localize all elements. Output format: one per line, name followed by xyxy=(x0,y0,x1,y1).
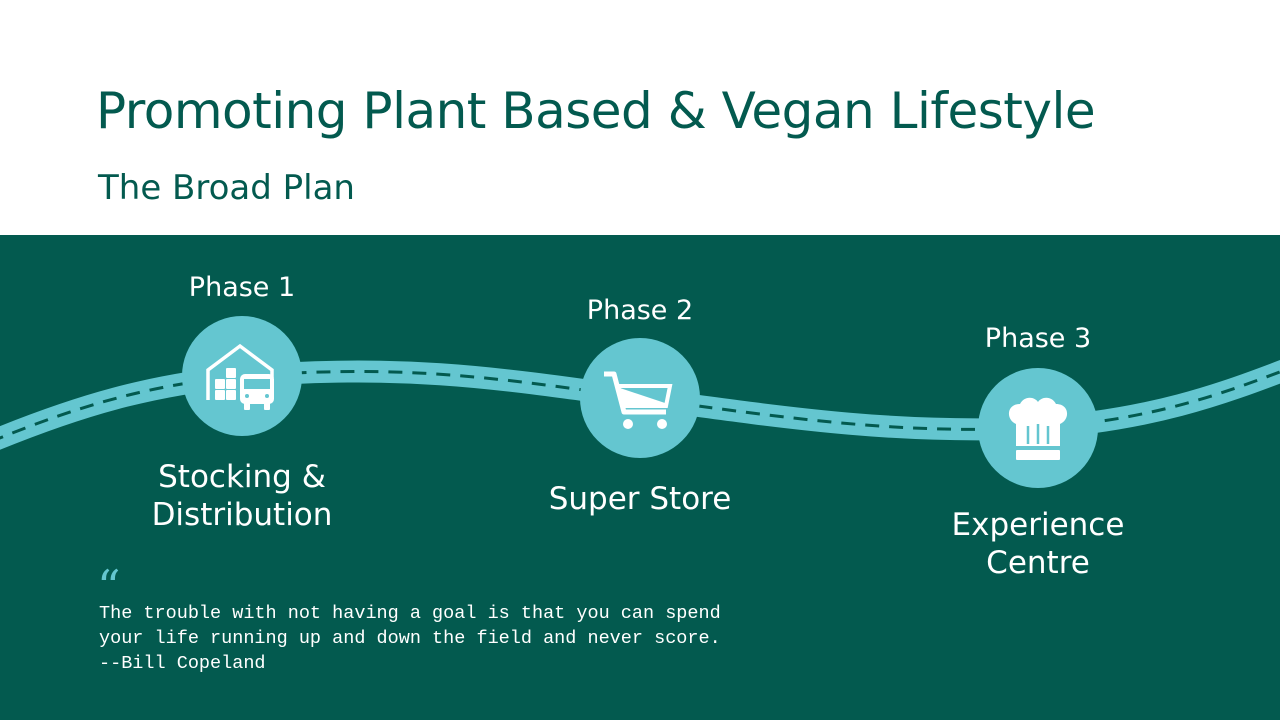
phase-1-title: Phase 1 xyxy=(188,272,296,303)
phase-3-label-line2: Centre xyxy=(986,545,1090,581)
quote-author: --Bill Copeland xyxy=(99,653,266,674)
phase-2-circle xyxy=(580,338,700,458)
phase-3-label: Experience Centre xyxy=(888,506,1188,582)
phase-3-title: Phase 3 xyxy=(984,323,1092,354)
slide-title: Promoting Plant Based & Vegan Lifestyle xyxy=(96,82,1096,140)
phase-2-label-line1: Super Store xyxy=(548,481,732,517)
quote-line-1: The trouble with not having a goal is th… xyxy=(99,603,721,624)
quote-mark-icon: “ xyxy=(97,560,121,614)
quote-line-2: your life running up and down the field … xyxy=(99,628,721,649)
phase-1-label-line2: Distribution xyxy=(151,497,333,533)
phase-3-label-line1: Experience xyxy=(951,507,1125,543)
quote-block: The trouble with not having a goal is th… xyxy=(99,601,799,676)
warehouse-truck-icon xyxy=(206,343,274,410)
phase-2-label: Super Store xyxy=(490,480,790,518)
phase-3-circle xyxy=(978,368,1098,488)
phase-1-label-line1: Stocking & xyxy=(158,459,326,495)
chef-hat-icon xyxy=(1008,397,1068,460)
phase-1-label: Stocking & Distribution xyxy=(92,458,392,534)
slide-subtitle: The Broad Plan xyxy=(98,168,355,208)
phase-2-title: Phase 2 xyxy=(586,295,694,326)
shopping-cart-icon xyxy=(604,371,673,429)
phase-1-circle xyxy=(182,316,302,436)
